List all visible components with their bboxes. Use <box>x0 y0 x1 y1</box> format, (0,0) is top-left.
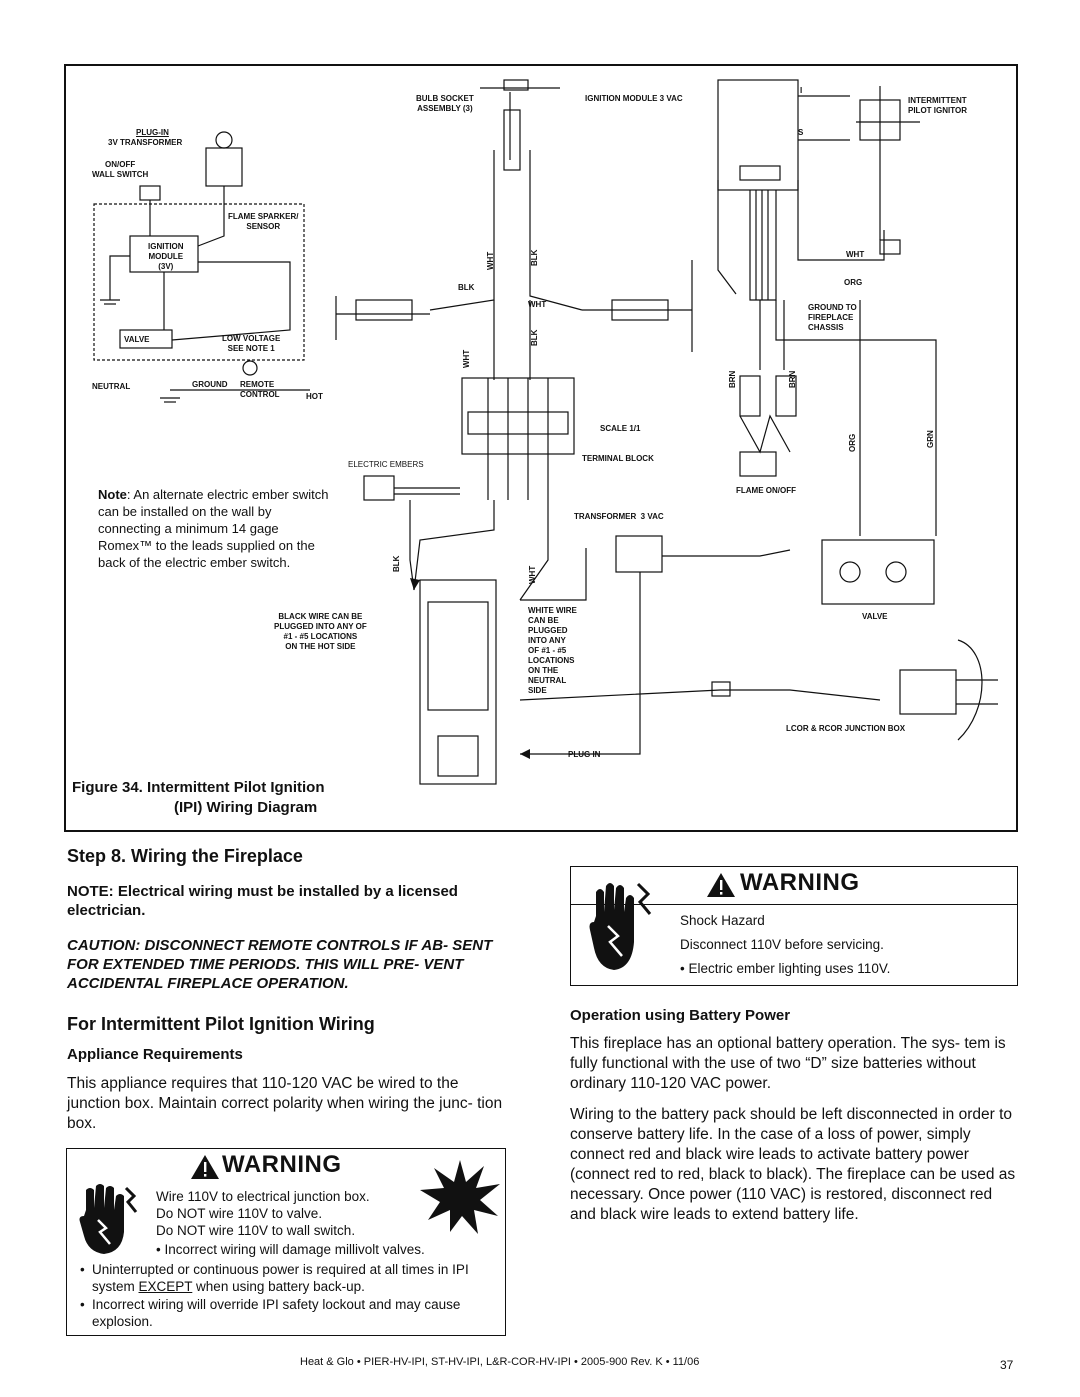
label-valve-main: VALVE <box>862 612 888 621</box>
label-ground: GROUND <box>192 380 228 389</box>
terminal-block <box>461 377 575 455</box>
label-plug-in-arrow: PLUG IN <box>568 750 601 759</box>
warning-right-line-3: • Electric ember lighting uses 110V. <box>680 961 891 976</box>
label-low-voltage: LOW VOLTAGE SEE NOTE 1 <box>222 334 281 353</box>
remote-outlet <box>242 360 258 376</box>
label-brn-2: BRN <box>788 370 797 388</box>
flame-switch <box>739 451 777 477</box>
appliance-heading: Appliance Requirements <box>67 1046 243 1063</box>
label-grn: GRN <box>926 430 935 448</box>
note-text: : An alternate electric ember switch can… <box>98 487 329 570</box>
warning-box-right <box>570 866 1018 986</box>
label-wht-2: WHT <box>528 300 547 309</box>
label-terminal-block: TERMINAL BLOCK <box>582 454 654 463</box>
ember-switch <box>363 475 395 501</box>
warning-left-bullet-2: • Incorrect wiring will override IPI saf… <box>80 1296 495 1330</box>
warning-triangle-icon-right <box>707 873 735 897</box>
label-valve-small: VALVE <box>124 335 150 344</box>
diagram-note: Note: An alternate electric ember switch… <box>98 486 330 571</box>
caption-line-2: (IPI) Wiring Diagram <box>174 799 318 816</box>
label-3v-transformer: 3V TRANSFORMER <box>108 138 183 147</box>
explosion-icon <box>420 1160 500 1234</box>
system-dashed-box <box>93 203 305 361</box>
warning-left-bullet-1: • Uninterrupted or continuous power is r… <box>80 1262 469 1294</box>
caution-paragraph: CAUTION: DISCONNECT REMOTE CONTROLS IF A… <box>67 937 493 992</box>
label-s: S <box>798 128 804 137</box>
warning-triangle-icon <box>191 1155 219 1179</box>
label-wht-4: WHT <box>528 565 537 584</box>
figure-frame <box>64 64 1018 832</box>
label-black-wire: BLACK WIRE CAN BE PLUGGED INTO ANY OF #1… <box>274 612 367 651</box>
warning-left-line-1: Wire 110V to electrical junction box. <box>156 1189 370 1204</box>
page-number: 37 <box>1000 1358 1014 1372</box>
label-bulb-socket: BULB SOCKET ASSEMBLY (3) <box>416 94 474 113</box>
label-org-1: ORG <box>844 278 863 287</box>
label-ground-fireplace: GROUND TO FIREPLACE CHASSIS <box>808 303 857 332</box>
warning-left-line-4: • Incorrect wiring will damage millivolt… <box>156 1242 425 1257</box>
shock-hand-icon-right <box>589 882 652 970</box>
valve-small <box>119 329 173 349</box>
note-paragraph: NOTE: Electrical wiring must be installe… <box>67 883 458 919</box>
label-brn-1: BRN <box>728 370 737 388</box>
warning-right-line-2: Disconnect 110V before servicing. <box>680 937 884 952</box>
section-title: For Intermittent Pilot Ignition Wiring <box>67 1014 375 1034</box>
label-blk-1: BLK <box>530 249 539 266</box>
label-electric-embers: ELECTRIC EMBERS <box>348 460 424 469</box>
label-blk-2: BLK <box>458 283 475 292</box>
warning-title-right: WARNING <box>740 869 860 896</box>
label-org-2: ORG <box>848 433 857 452</box>
warning-left-line-2: Do NOT wire 110V to valve. <box>156 1206 323 1221</box>
warning-right-divider <box>570 904 1018 905</box>
label-wall-switch: ON/OFF WALL SWITCH <box>92 160 149 179</box>
label-remote-control: REMOTE CONTROL <box>240 380 280 399</box>
page-footer: Heat & Glo • PIER-HV-IPI, ST-HV-IPI, L&R… <box>300 1356 700 1368</box>
label-scale: SCALE 1/1 <box>600 424 641 433</box>
note-label: Note <box>98 487 127 502</box>
receptacle-box <box>419 579 497 785</box>
wall-switch <box>139 185 161 201</box>
bullet1-part-a: Uninterrupted or continuous power is req… <box>92 1262 469 1294</box>
label-blk-4: BLK <box>392 555 401 572</box>
label-junction-box: LCOR & RCOR JUNCTION BOX <box>786 724 906 733</box>
warning-title-left: WARNING <box>222 1151 342 1178</box>
bullet2-text: Incorrect wiring will override IPI safet… <box>92 1297 461 1329</box>
battery-paragraph-1: This fireplace has an optional battery o… <box>570 1035 1006 1092</box>
figure-caption: Figure 34. Intermittent Pilot Ignition (… <box>72 778 392 818</box>
appliance-text: This appliance requires that 110-120 VAC… <box>67 1075 503 1132</box>
label-white-wire: WHITE WIRE CAN BE PLUGGED INTO ANY OF #1… <box>528 606 577 695</box>
label-flame-on-off: FLAME ON/OFF <box>736 486 796 495</box>
transformer-3vac <box>615 535 663 573</box>
label-ignition-module-3v: IGNITION MODULE (3V) <box>148 242 184 271</box>
label-ignition-module-3vac: IGNITION MODULE 3 VAC <box>585 94 683 103</box>
label-flame-sparker: FLAME SPARKER/ SENSOR <box>228 212 299 231</box>
battery-paragraph-2: Wiring to the battery pack should be lef… <box>570 1106 1016 1223</box>
label-transformer-3vac: TRANSFORMER 3 VAC <box>574 512 664 521</box>
bullet1-part-b: when using battery back-up. <box>192 1279 365 1294</box>
label-plug-in: PLUG-IN <box>136 128 169 137</box>
label-i: I <box>800 86 803 95</box>
label-hot: HOT <box>306 392 323 401</box>
battery-heading: Operation using Battery Power <box>570 1007 791 1024</box>
label-blk-3: BLK <box>530 329 539 346</box>
ignition-module-3vac <box>717 79 799 191</box>
bullet1-except: EXCEPT <box>138 1279 193 1294</box>
caption-line-1: Figure 34. Intermittent Pilot Ignition <box>72 779 325 796</box>
warning-box-left <box>66 1148 506 1336</box>
main-valve <box>821 539 935 605</box>
label-intermittent-pilot: INTERMITTENT PILOT IGNITOR <box>908 96 967 115</box>
label-wht-1: WHT <box>486 251 495 270</box>
step-title: Step 8. Wiring the Fireplace <box>67 846 303 866</box>
label-wht-3: WHT <box>462 349 471 368</box>
label-neutral: NEUTRAL <box>92 382 131 391</box>
shock-hand-icon <box>79 1184 138 1254</box>
warning-right-line-1: Shock Hazard <box>680 913 765 928</box>
plug-in-transformer <box>205 147 243 187</box>
label-wht-5: WHT <box>846 250 865 259</box>
warning-left-line-3: Do NOT wire 110V to wall switch. <box>156 1223 356 1238</box>
